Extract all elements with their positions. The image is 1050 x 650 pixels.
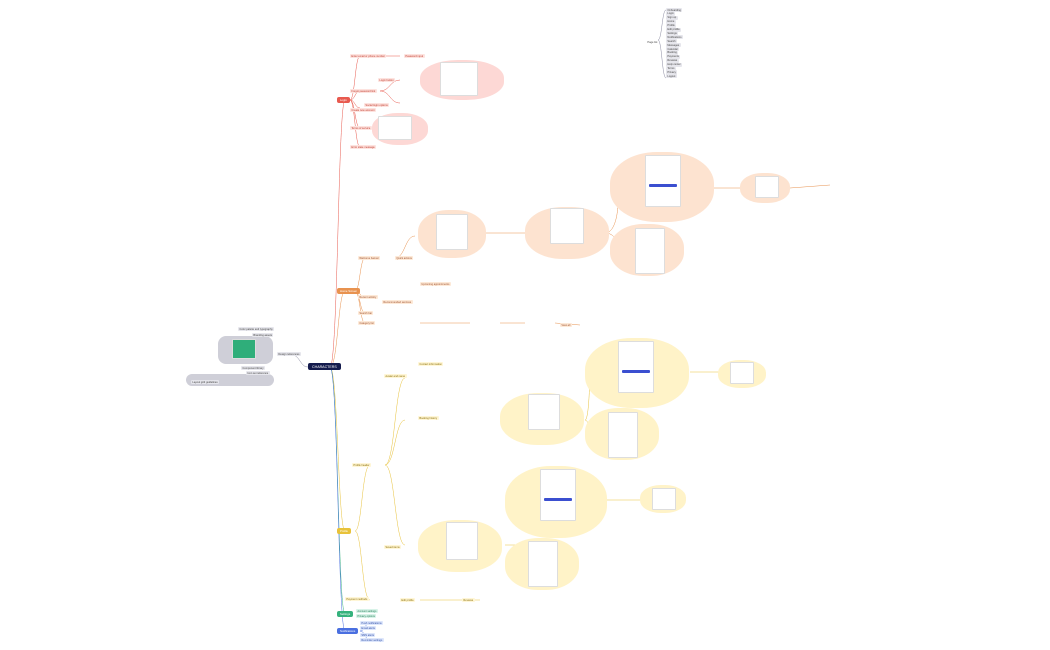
login-node[interactable]: Social login options: [364, 103, 390, 108]
legend-item[interactable]: Messages: [666, 43, 681, 48]
left-group-item[interactable]: Component library: [241, 366, 265, 371]
legend-item[interactable]: Profile: [666, 23, 677, 28]
settings-node[interactable]: Privacy options: [356, 614, 377, 619]
profile-screen-2: [618, 341, 654, 393]
left-group-item[interactable]: Layout grid guidelines: [191, 380, 220, 385]
profile-node[interactable]: Payment methods: [345, 597, 369, 602]
home-screen-4: [635, 228, 665, 274]
notifications-node[interactable]: SMS alerts: [360, 633, 376, 638]
legend-item[interactable]: Privacy: [666, 70, 678, 75]
legend-item[interactable]: Sign up: [666, 15, 678, 20]
branch-profile[interactable]: Profile: [337, 528, 351, 534]
left-group-item[interactable]: Color palette and typography: [238, 327, 275, 332]
legend-item[interactable]: Terms: [666, 66, 676, 71]
profile-screen-1: [528, 394, 560, 430]
legend-item[interactable]: Payments: [666, 54, 681, 59]
profile-calendar: [730, 362, 754, 384]
legend-item[interactable]: Onboarding: [666, 8, 683, 13]
branch-notifications[interactable]: Notifications: [337, 628, 359, 634]
home-node[interactable]: Category list: [358, 321, 376, 326]
branch-login[interactable]: Login: [337, 97, 350, 103]
profile-node[interactable]: Saved items: [384, 545, 402, 550]
login-node[interactable]: Login button: [378, 78, 396, 83]
home-node[interactable]: Welcome banner: [358, 256, 381, 261]
profile-screen-3: [608, 412, 638, 458]
legend-item[interactable]: Home: [666, 19, 676, 24]
legend-item[interactable]: Logout: [666, 74, 677, 79]
settings-node[interactable]: Account settings: [356, 609, 378, 614]
login-node[interactable]: Create new account: [350, 108, 376, 113]
left-group-item[interactable]: Branding assets: [252, 333, 274, 338]
home-screen-1: [436, 214, 468, 250]
login-screen-thumbnail: [440, 62, 478, 96]
profile-screen-4: [540, 469, 576, 521]
legend-item[interactable]: Help center: [666, 62, 683, 67]
notifications-node[interactable]: Email alerts: [360, 626, 377, 631]
legend-item[interactable]: Login: [666, 11, 676, 17]
home-screen-3: [645, 155, 681, 207]
branch-settings[interactable]: Settings: [337, 611, 354, 617]
login-node[interactable]: Password input: [404, 54, 425, 59]
login-node[interactable]: Terms of service: [350, 126, 372, 131]
legend-item[interactable]: Settings: [666, 31, 679, 36]
notifications-node[interactable]: Push notifications: [360, 621, 384, 626]
profile-node[interactable]: Profile header: [352, 463, 371, 468]
legend-item[interactable]: Edit profile: [666, 27, 682, 32]
profile-node[interactable]: Contact information: [418, 362, 444, 367]
profile-node[interactable]: Edit profile: [400, 598, 416, 603]
login-secondary-thumbnail: [378, 116, 412, 140]
home-node[interactable]: Quick actions: [395, 256, 414, 261]
left-group-item[interactable]: Icon set reference: [246, 371, 270, 376]
legend-item[interactable]: Calendar: [666, 47, 680, 52]
login-node[interactable]: Enter email or phone number: [350, 54, 387, 59]
left-group-title[interactable]: Design references: [277, 352, 301, 357]
profile-node[interactable]: Booking history: [418, 416, 439, 421]
legend-item[interactable]: Booking: [666, 50, 679, 56]
root-node[interactable]: CHARACTERS: [308, 363, 341, 371]
home-node[interactable]: View all: [560, 323, 572, 328]
profile-screen-5: [446, 522, 478, 560]
home-node[interactable]: Recent activity: [358, 295, 378, 300]
legend-item[interactable]: Notifications: [666, 35, 683, 40]
profile-screen-6: [528, 541, 558, 587]
profile-node[interactable]: Reviews: [462, 598, 475, 603]
profile-node[interactable]: Avatar and name: [384, 374, 407, 379]
home-node[interactable]: Recommended services: [382, 300, 413, 305]
legend-title[interactable]: Page list: [647, 40, 658, 44]
home-node[interactable]: Search bar: [358, 311, 374, 316]
legend-item[interactable]: Search: [666, 39, 677, 44]
login-node[interactable]: Forgot password link: [350, 89, 377, 94]
legend-item[interactable]: Reviews: [666, 58, 679, 63]
home-screen-2: [550, 208, 584, 244]
home-node[interactable]: Upcoming appointments: [420, 282, 451, 287]
login-node[interactable]: Error state message: [350, 145, 377, 150]
branch-home[interactable]: Home Screen: [337, 288, 361, 294]
notifications-node[interactable]: Reminder settings: [360, 638, 384, 643]
design-reference-image: [232, 339, 256, 359]
home-calendar: [755, 176, 779, 198]
profile-calendar-2: [652, 488, 676, 510]
